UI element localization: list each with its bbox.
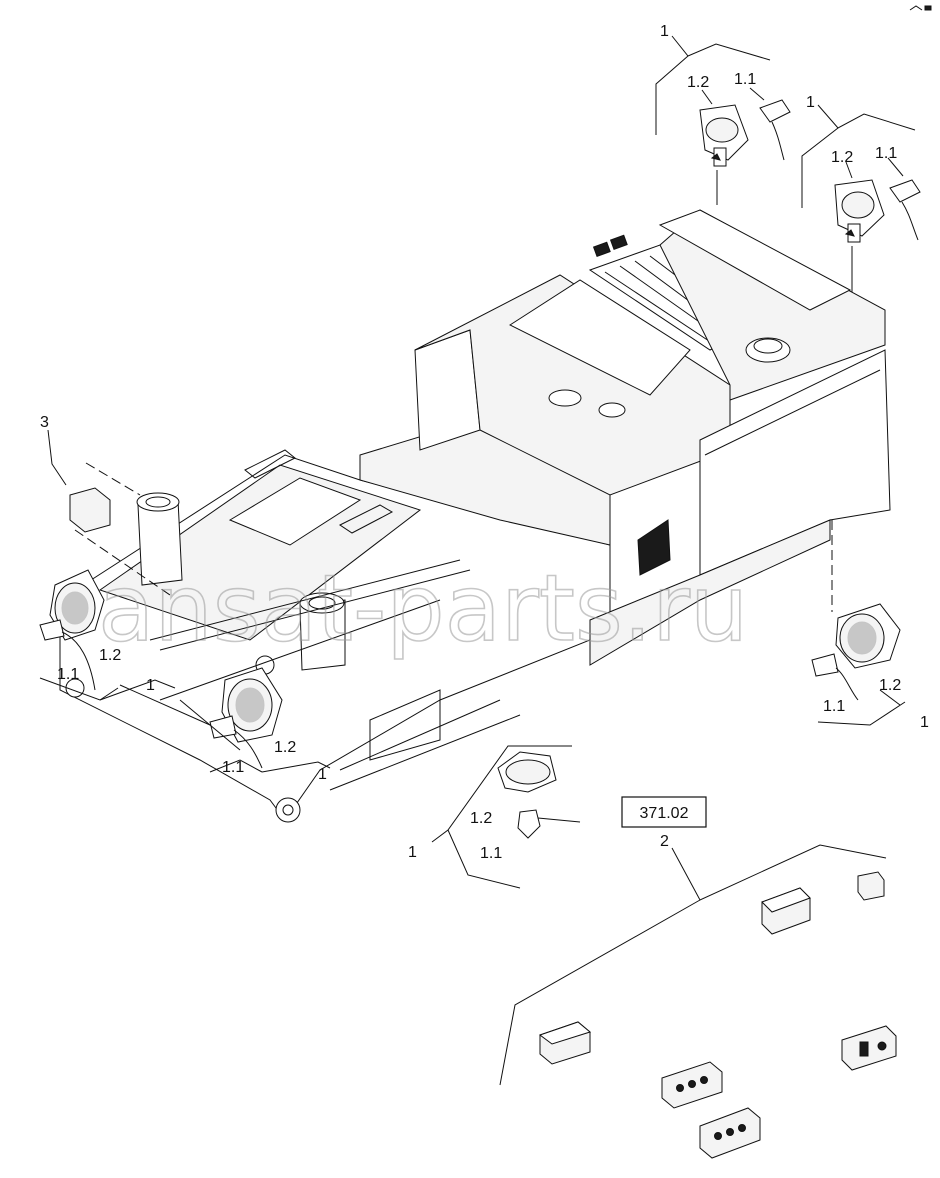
machine-body [59,209,891,823]
callout-right-1-1: 1.1 [823,698,845,715]
watermark: ansat-parts.ru [98,555,748,662]
lamp-assembly-bottom [497,751,581,839]
leader-lines [39,35,916,1086]
callout-top-right-1-2: 1.2 [831,149,853,166]
callout-left-1: 1 [146,677,155,694]
callout-bottom-1-2: 1.2 [470,810,492,827]
callout-top-1-2: 1.2 [687,74,709,91]
switch-part-rocker [761,887,811,935]
switch-group [538,871,897,1159]
lamp-assembly-right [811,603,901,701]
reference-box: 371.02 [621,796,707,828]
callout-middle-1-1: 1.1 [222,759,244,776]
callout-top-1: 1 [660,23,669,40]
lamp-assembly-top-right [834,179,885,292]
callout-left-3: 3 [40,414,49,431]
lamp-assembly-left [39,569,105,691]
switch-part-keypad-large [699,1107,761,1159]
bulb-top [759,99,791,161]
lamp-assembly-top [699,104,749,205]
corner-mark [909,5,932,11]
callout-left-1-1: 1.1 [57,666,79,683]
switch-part-keypad-small [661,1061,723,1109]
callout-top-right-1-1: 1.1 [875,145,897,162]
callout-left-1-2: 1.2 [99,647,121,664]
switch-part-small-cube [857,871,885,901]
bulb-top-right [889,179,921,241]
lamp-assembly-middle [209,667,283,769]
callout-top-1-1: 1.1 [734,71,756,88]
callout-bottom-1-1: 1.1 [480,845,502,862]
callout-middle-1: 1 [318,766,327,783]
callout-labels: 1 1.2 1.1 1 1.2 1.1 3 1.1 1.2 1 1.2 1.1 … [40,23,929,862]
callout-switch-group-2: 2 [660,833,669,850]
callout-middle-1-2: 1.2 [274,739,296,756]
switch-part-right [841,1025,897,1071]
callout-bottom-1: 1 [408,844,417,861]
callout-top-right-1: 1 [806,94,815,111]
switch-part-left [538,1021,592,1065]
callout-right-1-2: 1.2 [879,677,901,694]
reference-box-label: 371.02 [640,805,689,822]
callout-right-1: 1 [920,714,929,731]
